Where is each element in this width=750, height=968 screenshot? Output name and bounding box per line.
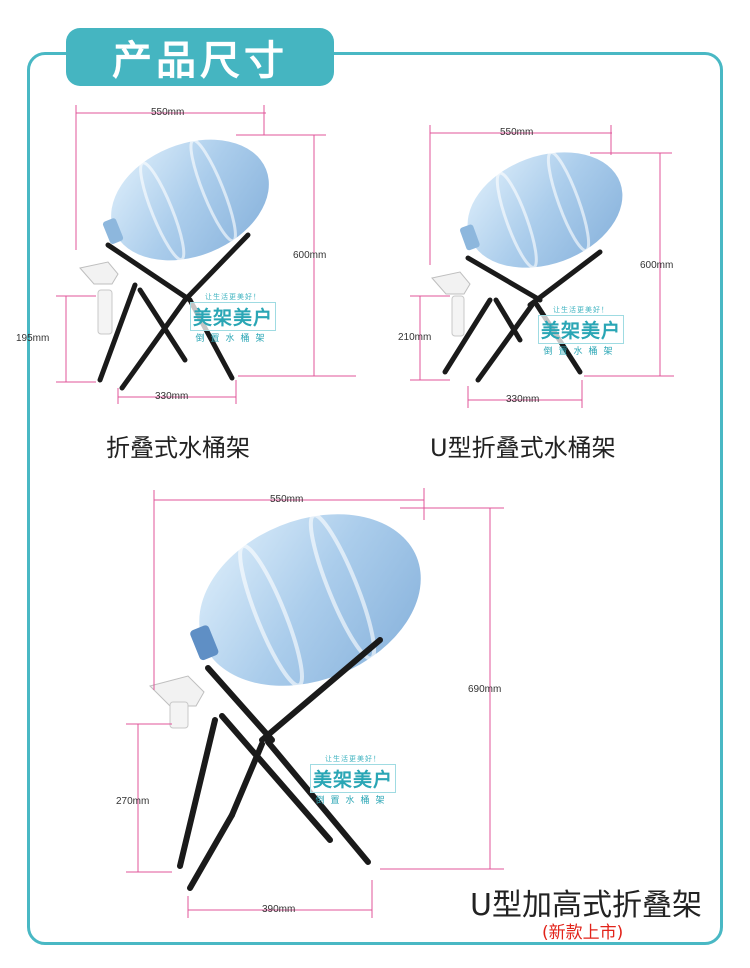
product-3-faucet <box>149 675 205 729</box>
logo-tagline: 让生活更美好！ <box>553 306 609 314</box>
product-2-dimension-lines <box>410 125 674 408</box>
product-3-brand-logo: 让生活更美好！ 美架美户 倒置水桶架 <box>310 754 397 806</box>
content-frame <box>27 52 723 945</box>
product-2-illustration <box>410 125 674 408</box>
product-1-faucet <box>79 261 119 335</box>
product-3-base-label: 390mm <box>262 904 296 915</box>
product-2-low-height-label: 210mm <box>398 332 432 343</box>
product-2-caption: U型折叠式水桶架 <box>430 434 616 462</box>
product-3-height-label: 690mm <box>468 684 502 695</box>
logo-brand: 美架美户 <box>190 302 277 331</box>
product-3-bottle <box>190 513 421 688</box>
product-2-width-label: 550mm <box>500 127 534 138</box>
product-2-height-label: 600mm <box>640 260 674 271</box>
product-3-caption: U型加高式折叠架 <box>470 888 702 923</box>
product-1-brand-logo: 让生活更美好！ 美架美户 倒置水桶架 <box>190 292 277 344</box>
product-2-bottle <box>459 150 623 269</box>
product-3-new-release-note: (新款上市) <box>542 923 624 943</box>
product-1-illustration <box>56 105 356 404</box>
product-1-caption: 折叠式水桶架 <box>106 434 250 462</box>
logo-tagline: 让生活更美好！ <box>205 293 261 301</box>
product-1-width-label: 550mm <box>151 107 185 118</box>
product-3-illustration <box>126 488 504 918</box>
logo-sub: 倒置水桶架 <box>543 347 619 357</box>
product-2-brand-logo: 让生活更美好！ 美架美户 倒置水桶架 <box>538 305 625 357</box>
product-3-stand <box>177 637 383 891</box>
logo-tagline: 让生活更美好！ <box>325 755 381 763</box>
product-1-stand <box>97 232 251 391</box>
product-1-height-label: 600mm <box>293 250 327 261</box>
logo-sub: 倒置水桶架 <box>195 334 271 344</box>
product-3-dimension-lines <box>126 488 504 918</box>
product-2-base-label: 330mm <box>506 394 540 405</box>
logo-brand: 美架美户 <box>538 315 625 344</box>
section-title: 产品尺寸 <box>112 38 288 84</box>
section-title-tab: 产品尺寸 <box>66 28 334 86</box>
product-3-width-label: 550mm <box>270 494 304 505</box>
product-1-base-label: 330mm <box>155 391 189 402</box>
product-1-low-height-label: 195mm <box>16 333 50 344</box>
logo-brand: 美架美户 <box>310 764 397 793</box>
logo-sub: 倒置水桶架 <box>315 796 391 806</box>
product-1-dimension-lines <box>56 105 356 404</box>
product-3-low-height-label: 270mm <box>116 796 150 807</box>
product-2-faucet <box>431 271 471 337</box>
product-1-bottle <box>102 138 269 262</box>
